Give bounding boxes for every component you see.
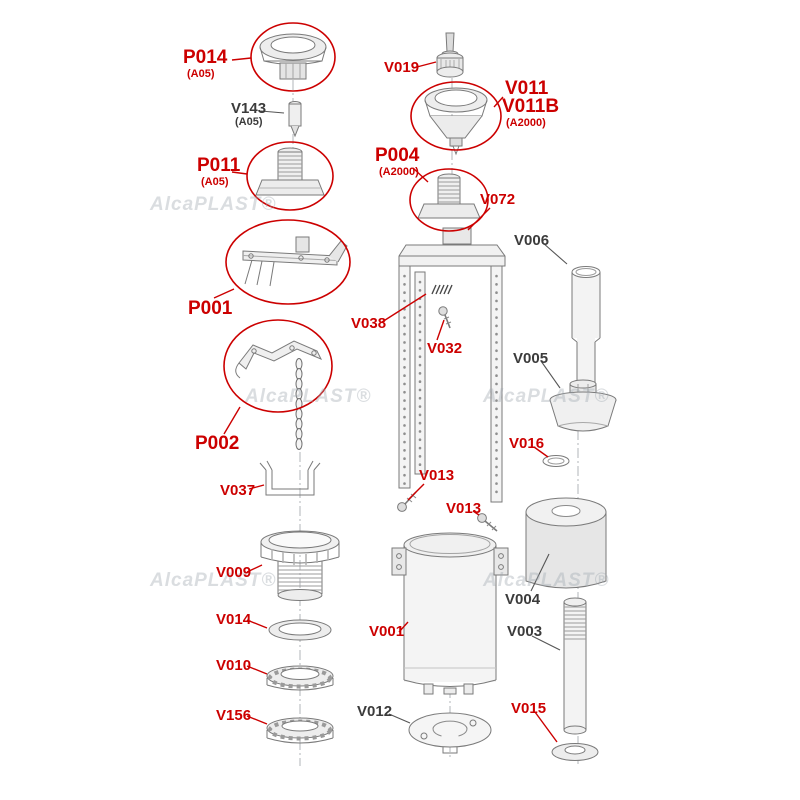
part-number: V001 <box>369 623 405 640</box>
label-P004: P004 (A2000) <box>375 145 420 178</box>
label-V011: V011 <box>505 78 549 100</box>
label-P011: P011 (A05) <box>197 155 241 188</box>
part-number: V143 <box>231 100 267 117</box>
part-number: P011 <box>197 155 241 176</box>
v010-nut-drawing <box>266 665 334 691</box>
v003-tube-drawing <box>563 597 587 735</box>
v038-spring-drawing <box>431 284 453 295</box>
p011-drawing <box>255 147 325 196</box>
label-V019: V019 <box>384 59 420 76</box>
v001-body-drawing <box>391 532 509 695</box>
label-P014: P014 (A05) <box>183 47 228 80</box>
label-V032: V032 <box>427 340 463 357</box>
part-variant: (A2000) <box>506 116 546 129</box>
v156-nut-drawing <box>266 717 334 744</box>
label-V013-a: V013 <box>419 467 455 484</box>
part-number: V012 <box>357 703 393 720</box>
p001-lever-drawing <box>242 236 348 287</box>
part-number: P014 <box>183 47 228 68</box>
v072-frame-drawing <box>398 227 506 503</box>
part-number: V032 <box>427 340 463 357</box>
leader-lines-black <box>260 110 568 724</box>
label-P002: P002 <box>195 433 240 455</box>
v143-drawing <box>288 101 302 138</box>
part-number: V014 <box>216 611 252 628</box>
v037-clip-drawing <box>259 460 321 496</box>
chain <box>295 358 303 450</box>
part-variant: (A05) <box>201 175 229 188</box>
part-number: V009 <box>216 564 252 581</box>
label-V015: V015 <box>511 700 547 717</box>
label-V013-b: V013 <box>446 500 482 517</box>
callout-p014 <box>250 22 336 92</box>
v032-screw-drawing <box>438 306 452 329</box>
v015-washer-drawing <box>551 743 599 761</box>
part-number: P004 <box>375 145 420 166</box>
part-number: V010 <box>216 657 252 674</box>
v019-drawing <box>436 32 464 78</box>
callout-p001 <box>225 219 351 305</box>
part-number: V019 <box>384 59 420 76</box>
label-V006: V006 <box>514 232 550 249</box>
part-number: V006 <box>514 232 550 249</box>
label-V005: V005 <box>513 350 549 367</box>
part-number: V072 <box>480 191 516 208</box>
label-V011B: V011B (A2000) <box>502 96 560 129</box>
part-number: V005 <box>513 350 549 367</box>
part-number: V156 <box>216 707 252 724</box>
part-number: V011B <box>502 96 560 117</box>
callout-p004 <box>409 168 489 232</box>
label-V014: V014 <box>216 611 252 628</box>
label-V004: V004 <box>505 591 541 608</box>
part-number: V037 <box>220 482 256 499</box>
part-number: V004 <box>505 591 541 608</box>
label-V001: V001 <box>369 623 405 640</box>
v005-bell-drawing <box>549 379 617 432</box>
part-number: V013 <box>446 500 482 517</box>
label-V003: V003 <box>507 623 543 640</box>
v004-cup-drawing <box>525 497 607 589</box>
label-V156: V156 <box>216 707 252 724</box>
p014-button-drawing <box>259 33 327 80</box>
v006-tube-drawing <box>571 266 601 396</box>
part-number: P002 <box>195 433 240 454</box>
v016-oring-drawing <box>542 455 570 467</box>
label-P001: P001 <box>188 298 233 320</box>
v014-ring-drawing <box>268 619 332 641</box>
part-number: V003 <box>507 623 543 640</box>
part-number: V013 <box>419 467 455 484</box>
callout-circles <box>223 22 502 413</box>
part-number: V015 <box>511 700 547 717</box>
part-number: V011 <box>505 78 549 99</box>
p002-lever-drawing <box>235 340 323 450</box>
label-V038: V038 <box>351 315 387 332</box>
part-variant: (A05) <box>187 67 215 80</box>
part-number: V038 <box>351 315 387 332</box>
label-V037: V037 <box>220 482 256 499</box>
v013-screw-b-drawing <box>477 513 498 532</box>
label-V016: V016 <box>509 435 545 452</box>
callout-p011 <box>246 141 334 211</box>
v012-plate-drawing <box>408 712 492 754</box>
part-variant: (A05) <box>235 116 263 129</box>
label-V009: V009 <box>216 564 252 581</box>
label-V010: V010 <box>216 657 252 674</box>
v009-fitting-drawing <box>260 530 340 601</box>
callout-p002 <box>223 319 333 413</box>
label-V143: V143 (A05) <box>231 100 267 129</box>
v011-drawing <box>424 87 488 156</box>
part-variant: (A2000) <box>379 165 419 178</box>
leader-lines-red <box>213 57 558 743</box>
label-V012: V012 <box>357 703 393 720</box>
label-V072: V072 <box>480 191 516 208</box>
part-number: V016 <box>509 435 545 452</box>
callout-v011 <box>410 81 502 151</box>
part-number: P001 <box>188 298 233 319</box>
